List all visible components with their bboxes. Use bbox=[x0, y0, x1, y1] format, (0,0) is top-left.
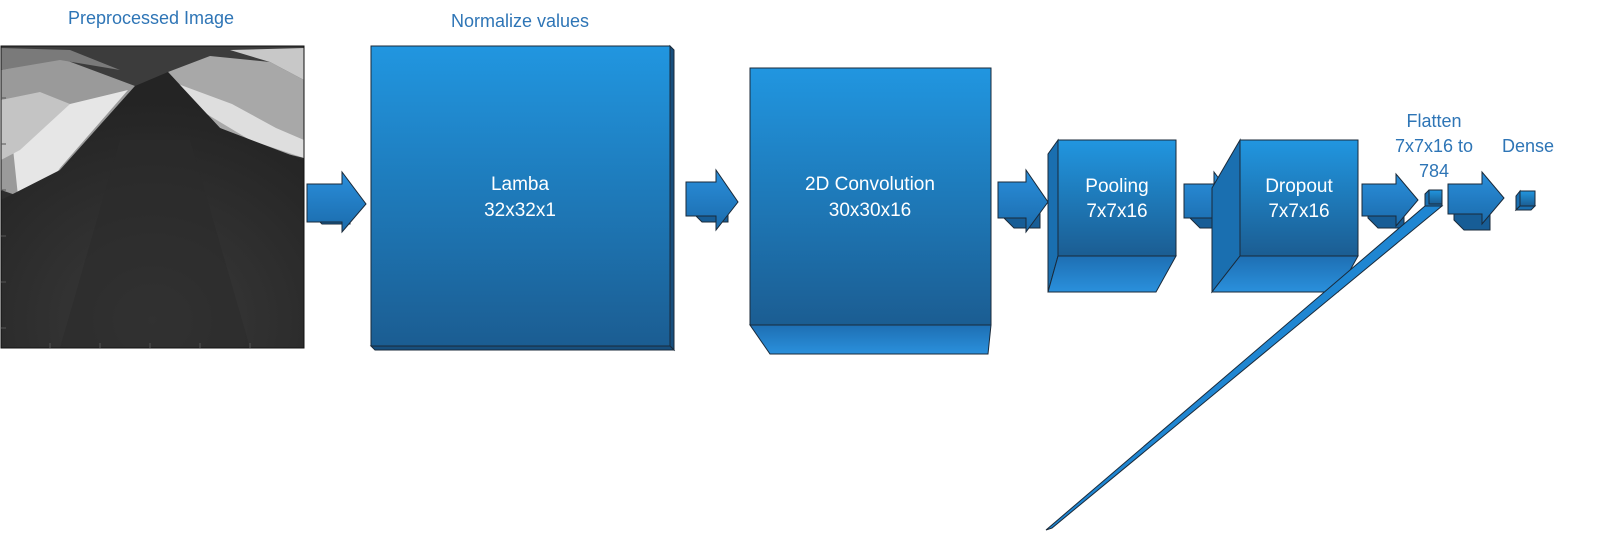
flatten-caption-line2: 7x7x16 to bbox=[1395, 136, 1473, 156]
lambda-layer-block: Lamba 32x32x1 bbox=[369, 44, 676, 352]
lambda-layer-name: Lamba bbox=[491, 174, 550, 195]
conv-layer-block: 2D Convolution 30x30x16 bbox=[749, 67, 992, 355]
normalize-values-caption: Normalize values bbox=[451, 11, 589, 31]
conv-layer-name: 2D Convolution bbox=[805, 174, 935, 195]
pooling-layer-name: Pooling bbox=[1085, 176, 1148, 197]
dense-layer-block bbox=[1514, 189, 1537, 212]
conv-layer-shape: 30x30x16 bbox=[829, 200, 911, 221]
arrow-image-to-lambda bbox=[306, 170, 367, 234]
arrow-flatten-to-dense bbox=[1447, 170, 1505, 231]
arrow-dropout-to-flatten bbox=[1361, 172, 1419, 229]
flatten-caption-line3: 784 bbox=[1419, 161, 1449, 181]
arrow-lambda-to-conv bbox=[685, 168, 739, 232]
flatten-vector-block bbox=[1045, 189, 1444, 531]
dense-caption: Dense bbox=[1502, 136, 1554, 156]
pooling-layer-block: Pooling 7x7x16 bbox=[1047, 138, 1177, 293]
pooling-layer-shape: 7x7x16 bbox=[1086, 201, 1147, 222]
preprocessed-image-caption: Preprocessed Image bbox=[68, 8, 234, 28]
preprocessed-road-image bbox=[0, 45, 305, 349]
lambda-layer-shape: 32x32x1 bbox=[484, 200, 556, 221]
dropout-layer-name: Dropout bbox=[1265, 176, 1333, 197]
arrow-conv-to-pooling bbox=[997, 168, 1049, 234]
dropout-layer-shape: 7x7x16 bbox=[1268, 201, 1329, 222]
dropout-layer-block: Dropout 7x7x16 bbox=[1210, 138, 1359, 294]
flatten-caption-line1: Flatten bbox=[1406, 111, 1461, 131]
